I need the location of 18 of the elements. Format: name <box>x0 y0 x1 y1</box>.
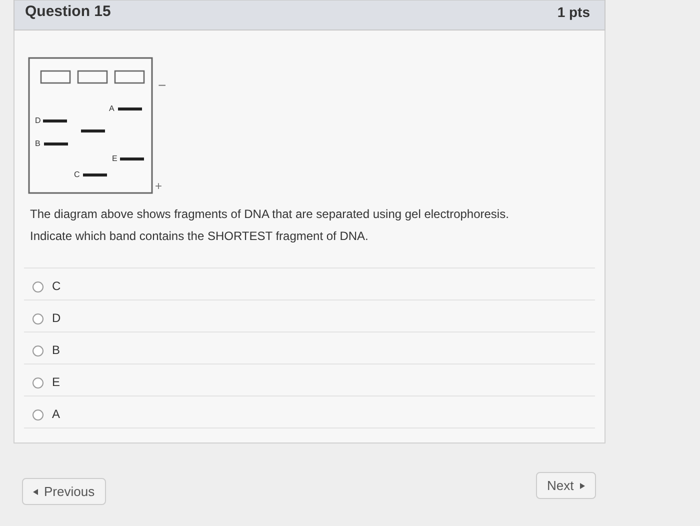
question-text: The diagram above shows fragments of DNA that are separated using gel electrophoresis. <box>30 207 509 221</box>
band-letter: A <box>109 104 114 113</box>
option-label: B <box>52 343 60 357</box>
question-text: Indicate which band contains the SHORTEST fragment of DNA. <box>30 229 368 243</box>
option-label: D <box>52 311 61 325</box>
option-label: E <box>52 375 60 389</box>
positive-electrode-sign: + <box>155 179 162 193</box>
question-title: Question 15 <box>25 3 111 20</box>
next-button: Next <box>536 472 596 499</box>
previous-button: Previous <box>22 478 106 505</box>
negative-electrode-sign: − <box>158 77 166 93</box>
band-letter: E <box>112 154 118 163</box>
band-letter: D <box>35 116 41 125</box>
option-label: C <box>52 279 61 293</box>
option-label: A <box>52 407 60 421</box>
points-label: 1 pts <box>557 4 590 20</box>
band-letter: B <box>35 139 40 148</box>
band-letter: C <box>74 170 80 179</box>
